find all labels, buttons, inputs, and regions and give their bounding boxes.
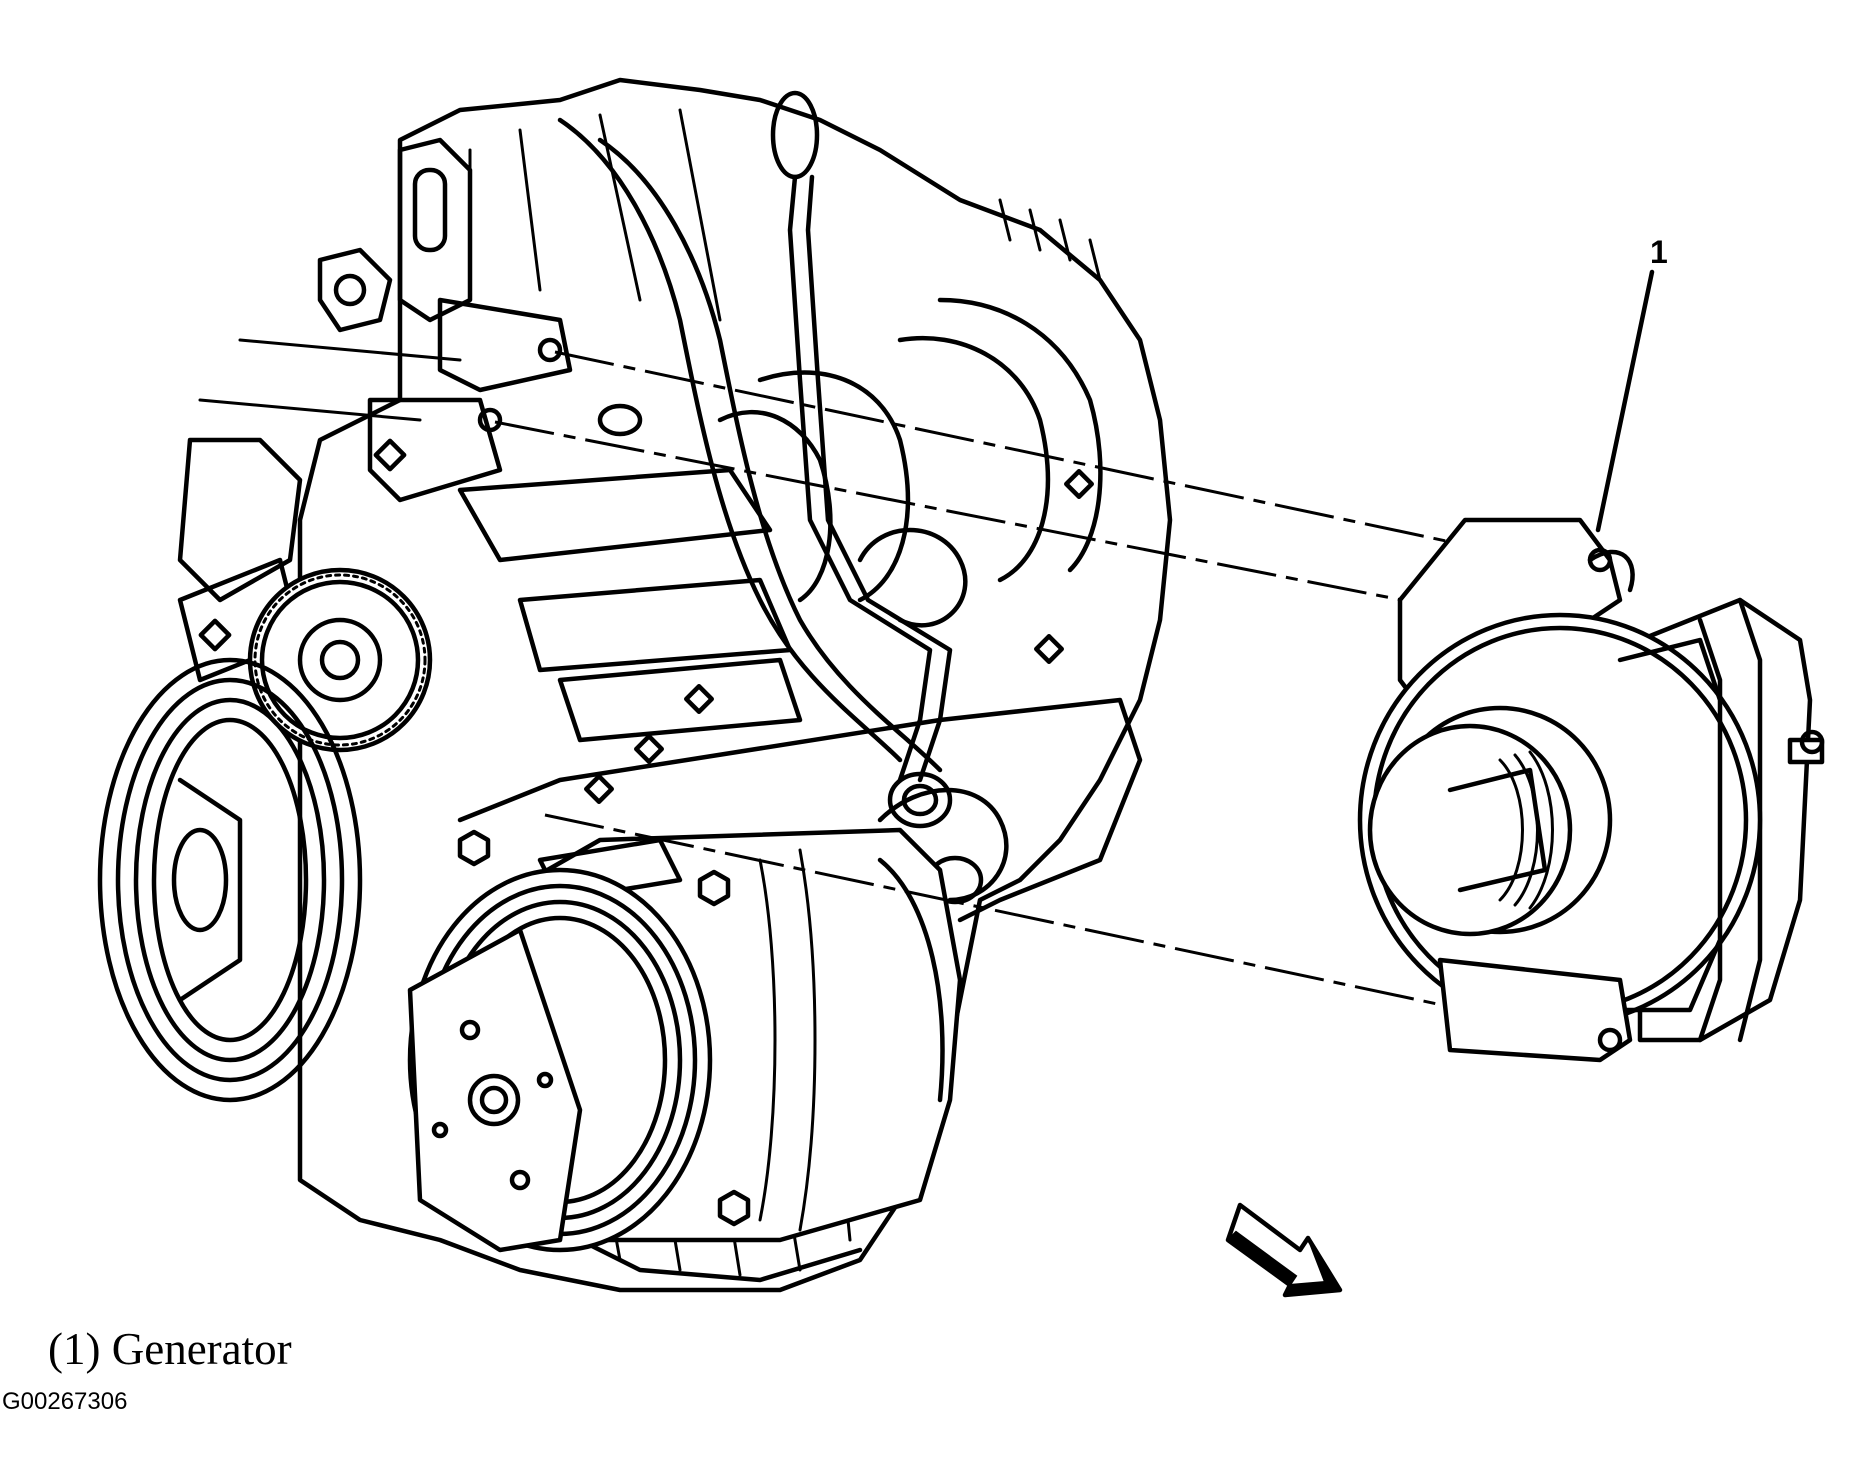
callout-leader-line — [1595, 269, 1655, 533]
generator-illustration — [1357, 517, 1825, 1063]
idler-pulley — [177, 437, 433, 753]
figure-id: G00267306 — [2, 1388, 128, 1415]
callout-number: 1 — [1650, 234, 1668, 270]
figure-caption: (1) Generator — [48, 1324, 292, 1374]
crank-pulley — [97, 657, 363, 1103]
alignment-lines — [198, 338, 1466, 1007]
ac-compressor — [407, 827, 963, 1253]
view-direction-arrow-icon — [1225, 1202, 1343, 1298]
